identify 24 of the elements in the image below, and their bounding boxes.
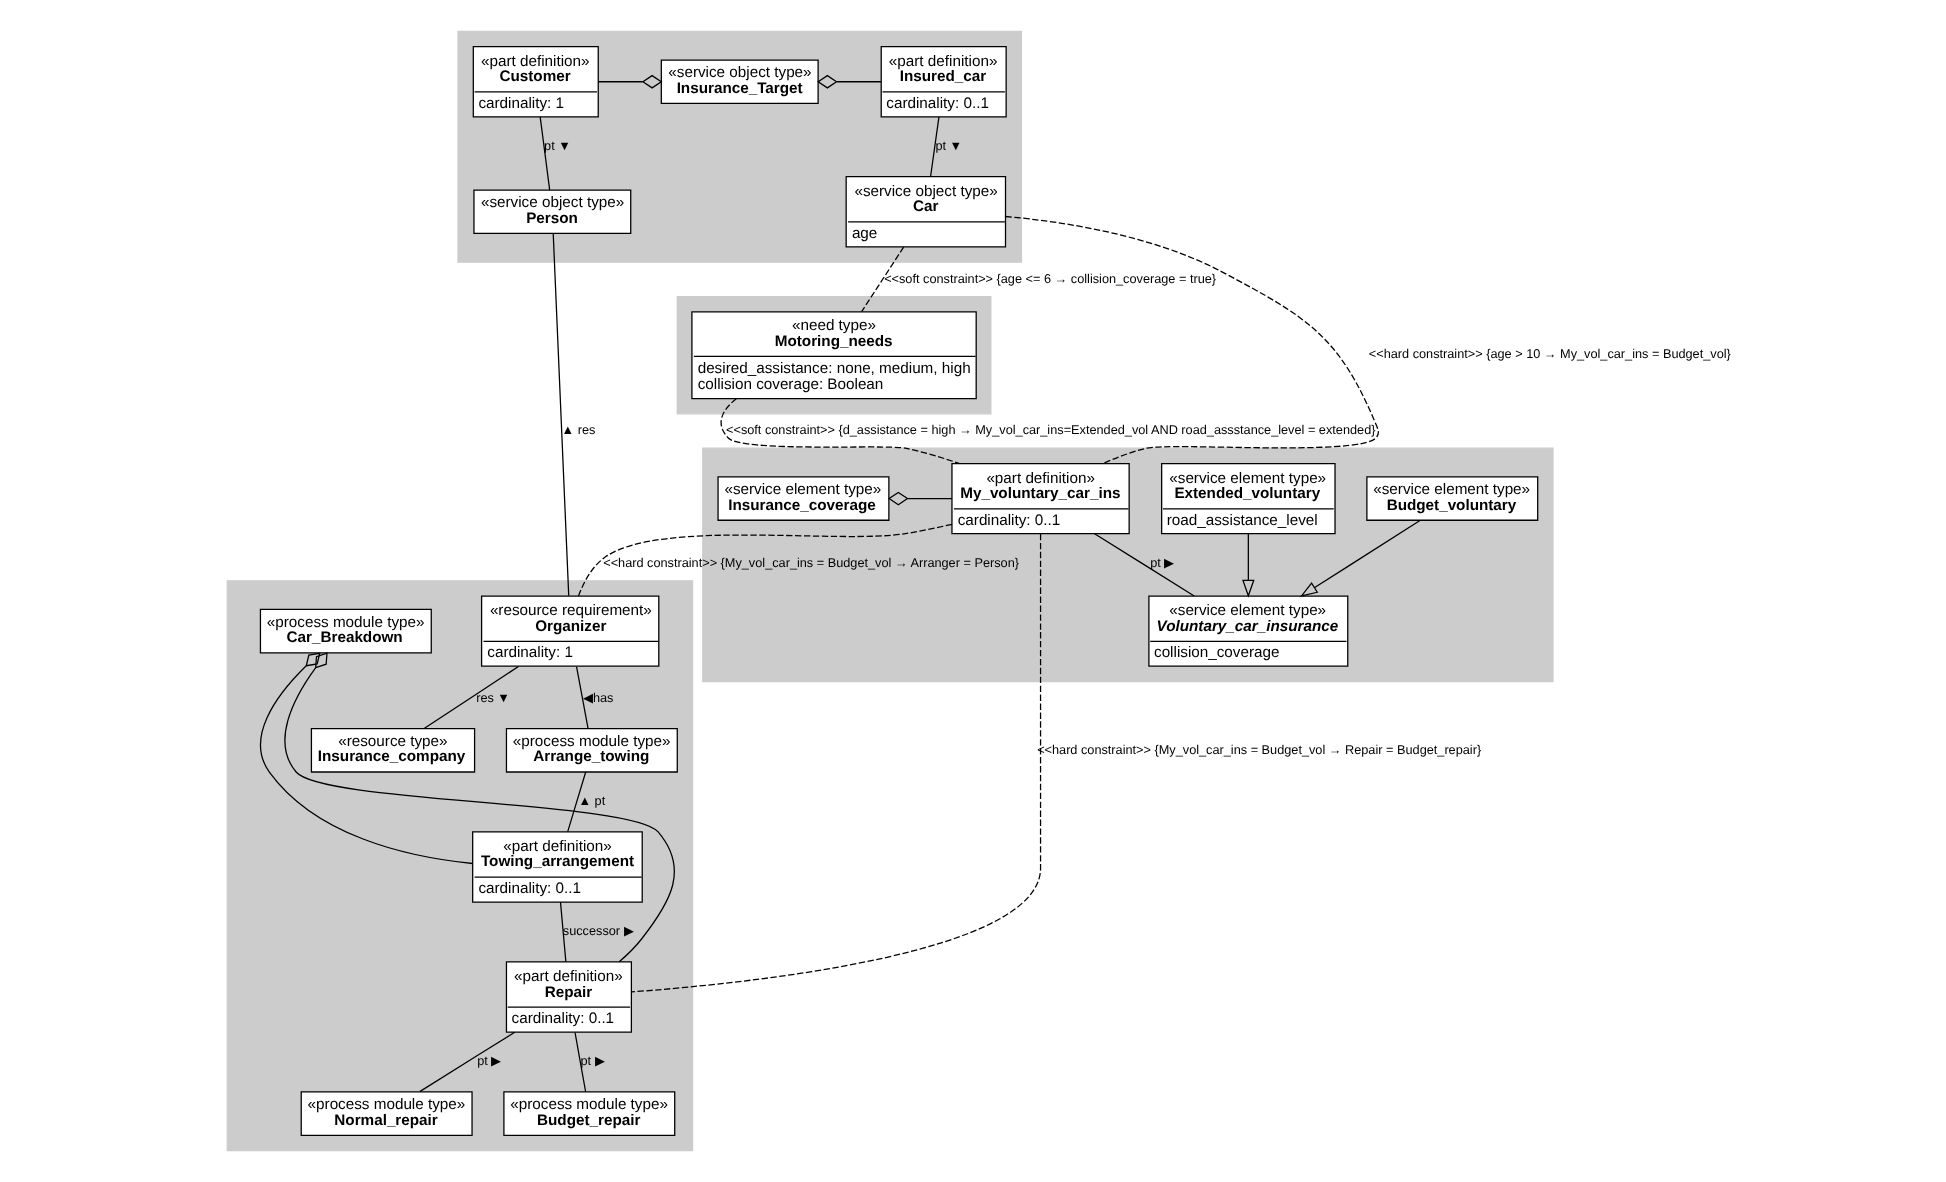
cluster [226, 580, 694, 1152]
connector [575, 666, 589, 730]
connector [720, 398, 960, 465]
connector [1005, 215, 1379, 464]
connector [552, 233, 570, 597]
connector [574, 1031, 587, 1093]
connector [284, 652, 675, 963]
connector [817, 74, 882, 89]
connector [539, 116, 551, 191]
connector [861, 246, 905, 313]
arrow [1242, 533, 1255, 598]
connector [419, 1031, 516, 1093]
connector [567, 771, 587, 833]
cluster [676, 295, 992, 415]
arrow [1299, 519, 1421, 597]
connector [597, 74, 663, 89]
connector [559, 901, 567, 963]
connector [577, 523, 953, 597]
connector [929, 116, 940, 178]
connector [1093, 533, 1195, 597]
connector [888, 491, 953, 506]
connector [630, 533, 1042, 993]
connector [423, 665, 520, 729]
cluster [457, 30, 1023, 263]
